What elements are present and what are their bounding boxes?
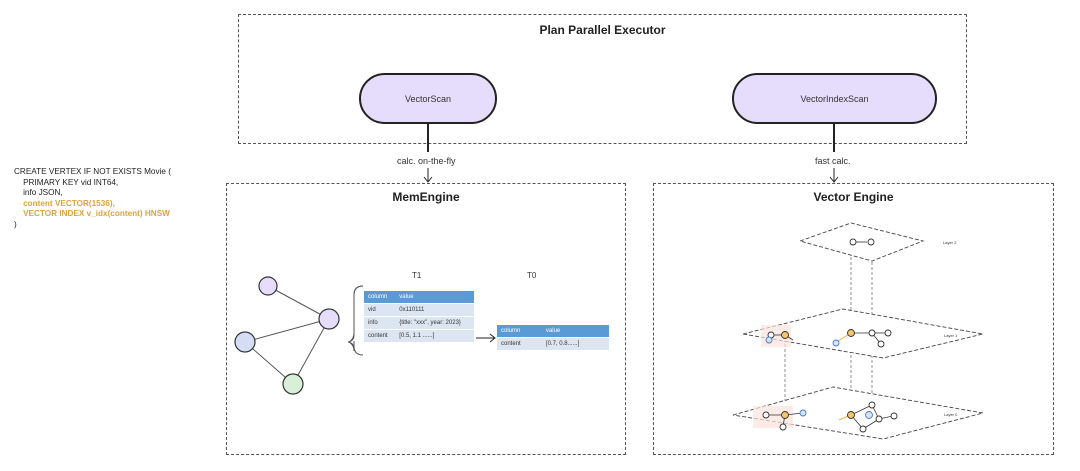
t1-label: T1 — [412, 271, 422, 280]
layer-2-label: Layer 2 — [943, 240, 957, 245]
sql-line-1: CREATE VERTEX IF NOT EXISTS Movie ( — [14, 167, 171, 176]
layer-0-label: Layer 0 — [944, 412, 958, 417]
table-row: content[0.5, 1.1 ......] — [364, 329, 474, 343]
sql-line-4: content VECTOR(1536), — [14, 198, 115, 208]
table-row: info{title: "xxx", year: 2023} — [364, 316, 474, 330]
table-cell: column — [497, 325, 542, 338]
vector-engine-title: Vector Engine — [813, 190, 894, 204]
executor-title: Plan Parallel Executor — [539, 23, 666, 37]
layer-1-label: Layer 1 — [944, 333, 958, 338]
graph-node-3 — [234, 331, 256, 353]
edge-label-left: calc. on-the-fly — [397, 156, 456, 166]
table-cell: vid — [364, 303, 396, 317]
mem-engine-box: MemEngine — [226, 183, 626, 455]
table-cell: column — [364, 291, 396, 304]
layer-0-plane — [732, 386, 984, 440]
hnsw-layers: Layer 2 Layer 1 Layer 0 — [732, 222, 984, 440]
t0-label: T0 — [527, 271, 537, 280]
table-row: content[0.7, 0.8......] — [497, 337, 609, 351]
sql-line-6: ) — [14, 219, 17, 229]
table-cell: content — [497, 337, 542, 351]
sql-line-5: VECTOR INDEX v_idx(content) HNSW — [14, 209, 170, 219]
table-cell: value — [541, 325, 609, 338]
vector-scan-node: VectorScan — [359, 73, 497, 124]
table-cell: value — [395, 291, 474, 304]
table-cell: 0x110111 — [395, 303, 474, 317]
edge-label-right: fast calc. — [815, 156, 851, 166]
graph-node-4 — [282, 373, 304, 395]
mem-graph — [234, 276, 496, 395]
executor-box: Plan Parallel Executor — [238, 14, 967, 144]
sql-definition: CREATE VERTEX IF NOT EXISTS Movie ( PRIM… — [14, 167, 171, 231]
graph-node-2 — [318, 308, 340, 330]
layer-1-plane — [742, 308, 984, 359]
table-cell: info — [364, 316, 396, 330]
table-cell: content — [364, 329, 396, 343]
sql-line-2: PRIMARY KEY vid INT64, — [14, 177, 119, 187]
vector-engine-box: Vector Engine — [653, 183, 1054, 455]
sql-line-3: info JSON, — [14, 188, 63, 198]
table-cell: [0.7, 0.8......] — [541, 337, 609, 351]
vector-index-scan-node: VectorIndexScan — [732, 73, 937, 124]
mem-engine-title: MemEngine — [392, 190, 460, 204]
table-cell: [0.5, 1.1 ......] — [395, 329, 474, 343]
table-cell: {title: "xxx", year: 2023} — [395, 316, 474, 330]
graph-node-1 — [258, 276, 278, 296]
